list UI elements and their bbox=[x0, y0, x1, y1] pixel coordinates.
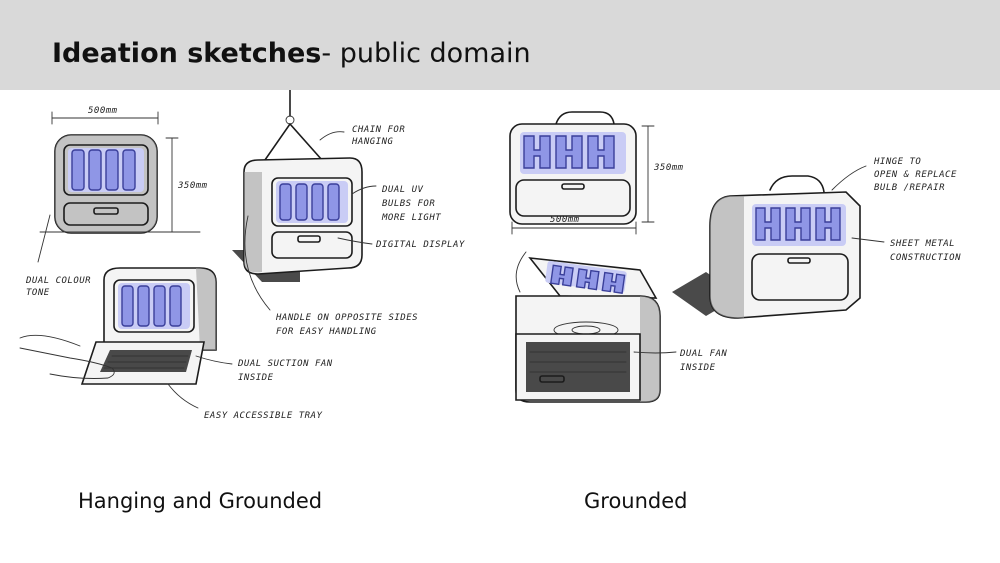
note-dual-fan-1: DUAL FAN bbox=[679, 349, 727, 359]
dim-height-right: 350mm bbox=[653, 163, 684, 173]
slide-title: Ideation sketches- public domain bbox=[52, 38, 531, 69]
note-chain-2: HANGING bbox=[351, 137, 394, 147]
note-dual-fan-2: INSIDE bbox=[680, 363, 716, 373]
note-dual-uv-1: DUAL UV bbox=[381, 185, 424, 195]
sketch-grounded-front: 350mm 500mm bbox=[509, 111, 684, 235]
note-digital-display: DIGITAL DISPLAY bbox=[375, 240, 465, 250]
caption-hanging-and-grounded: Hanging and Grounded bbox=[78, 489, 323, 513]
note-sheet-metal-1: SHEET METAL bbox=[890, 239, 955, 249]
note-suction-fan-1: DUAL SUCTION FAN bbox=[237, 359, 333, 369]
note-dual-uv-2: BULBS FOR bbox=[382, 199, 435, 209]
note-suction-fan-2: INSIDE bbox=[238, 373, 274, 383]
note-tray: EASY ACCESSIBLE TRAY bbox=[204, 411, 322, 421]
dim-width-left: 500mm bbox=[88, 106, 118, 116]
sketch-area: 500mm 350mm DUAL COLOUR TONE CHAIN FOR H… bbox=[19, 90, 961, 421]
title-bar bbox=[0, 0, 1000, 90]
caption-grounded: Grounded bbox=[584, 489, 688, 513]
note-dual-colour-1: DUAL COLOUR bbox=[25, 276, 91, 286]
note-hinge-1: HINGE TO bbox=[873, 157, 921, 167]
note-hinge-2: OPEN & REPLACE bbox=[874, 170, 957, 180]
sketch-front-view: 500mm 350mm DUAL COLOUR TONE bbox=[25, 106, 208, 298]
sketch-grounded-open: DUAL FAN INSIDE bbox=[515, 251, 727, 403]
sketch-grounded-perspective: HINGE TO OPEN & REPLACE BULB /REPAIR SHE… bbox=[672, 157, 961, 319]
note-chain-1: CHAIN FOR bbox=[352, 125, 405, 135]
note-handle-1: HANDLE ON OPPOSITE SIDES bbox=[275, 313, 418, 323]
slide-title-bold: Ideation sketches bbox=[52, 38, 322, 69]
sketch-tray-view: DUAL SUCTION FAN INSIDE EASY ACCESSIBLE … bbox=[19, 267, 333, 421]
dim-width-right: 500mm bbox=[550, 215, 580, 225]
note-dual-uv-3: MORE LIGHT bbox=[381, 213, 441, 223]
note-handle-2: FOR EASY HANDLING bbox=[276, 327, 377, 337]
note-sheet-metal-2: CONSTRUCTION bbox=[890, 253, 961, 263]
sketch-hanging-view: CHAIN FOR HANGING DUAL UV BULBS FOR MORE… bbox=[232, 90, 465, 337]
note-hinge-3: BULB /REPAIR bbox=[874, 183, 945, 193]
slide-title-rest: - public domain bbox=[321, 38, 531, 69]
dim-height-left: 350mm bbox=[177, 181, 208, 191]
note-dual-colour-2: TONE bbox=[26, 288, 50, 298]
